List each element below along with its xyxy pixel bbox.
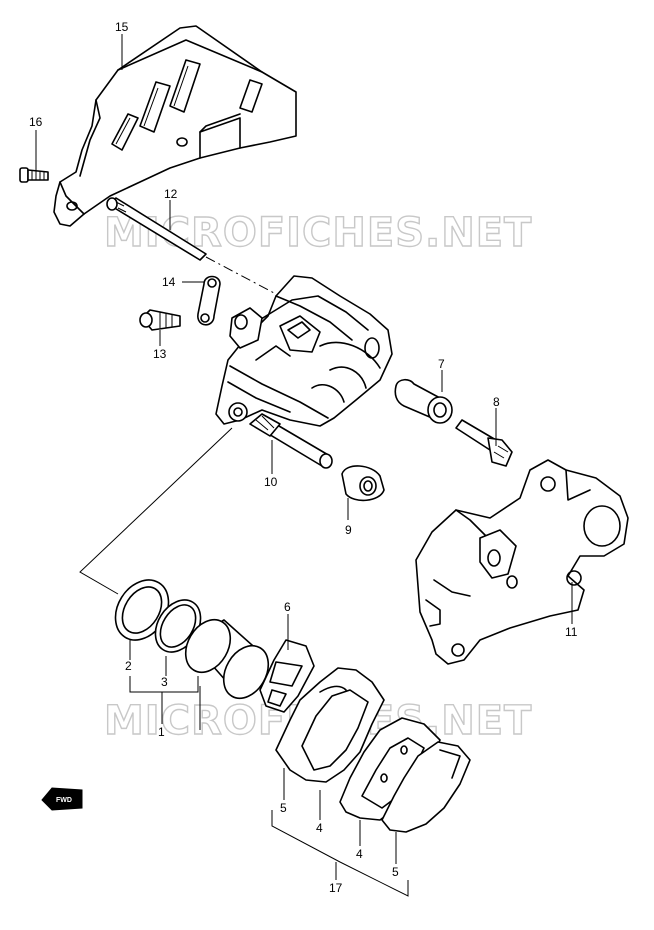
label-12: 12 xyxy=(164,187,178,201)
part-14-bracket xyxy=(197,275,221,326)
leader-lines xyxy=(35,34,573,897)
part-15-caliper-guard xyxy=(53,25,297,227)
part-13-bleeder xyxy=(139,309,181,331)
part-8-bolt xyxy=(455,419,513,467)
label-8: 8 xyxy=(493,395,500,409)
part-12-pin xyxy=(106,197,207,261)
label-11: 11 xyxy=(565,625,578,639)
label-16: 16 xyxy=(29,115,43,129)
label-3: 3 xyxy=(161,675,168,689)
part-2-dust-seal xyxy=(114,579,170,641)
brake-pad-set xyxy=(275,667,471,833)
part-11-bracket xyxy=(415,459,629,665)
part-6-shim xyxy=(259,639,315,713)
fwd-arrow-icon: FWD xyxy=(41,787,83,811)
caliper-body xyxy=(215,275,393,427)
label-5b: 5 xyxy=(392,865,399,879)
label-15: 15 xyxy=(115,20,129,34)
label-7: 7 xyxy=(438,357,445,371)
part-10-slide-pin xyxy=(249,413,333,469)
part-16-bolt xyxy=(19,167,49,183)
label-13: 13 xyxy=(153,347,167,361)
label-17: 17 xyxy=(329,881,343,895)
label-5a: 5 xyxy=(280,801,287,815)
label-10: 10 xyxy=(264,475,278,489)
label-1: 1 xyxy=(158,725,165,739)
centerline-pin-12 xyxy=(205,256,277,295)
label-2: 2 xyxy=(125,659,132,673)
watermark-top: MICROFICHES.NET xyxy=(104,210,532,256)
fwd-label: FWD xyxy=(56,797,72,804)
label-9: 9 xyxy=(345,523,352,537)
label-4a: 4 xyxy=(316,821,323,835)
label-14: 14 xyxy=(162,275,176,289)
part-7-bushing xyxy=(394,378,453,424)
label-4b: 4 xyxy=(356,847,363,861)
piston xyxy=(184,618,270,700)
part-labels: 15 16 12 14 13 7 8 10 9 11 6 2 3 1 5 4 4… xyxy=(29,20,578,895)
part-9-boot xyxy=(341,465,385,502)
label-6: 6 xyxy=(284,600,291,614)
leader-caliper-to-piston xyxy=(79,427,233,595)
